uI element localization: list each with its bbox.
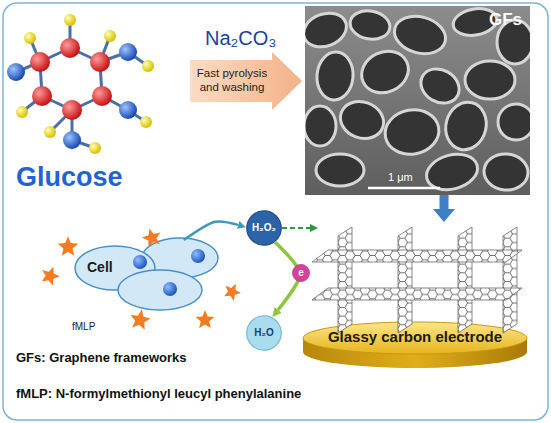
- hydrogen-atom: [64, 14, 76, 26]
- carbon-atom: [90, 52, 110, 72]
- cell-nucleus: [163, 282, 177, 296]
- pore: [348, 8, 392, 43]
- abbreviation-note: GFs: Graphene frameworks: [16, 350, 187, 366]
- circle-shape: [292, 264, 309, 281]
- pore: [355, 44, 415, 101]
- graphene-framework: [312, 227, 522, 333]
- graphene-sheet: [503, 227, 517, 333]
- hydrogen-atom: [142, 60, 154, 72]
- cell-cluster: Cell: [75, 240, 220, 315]
- sem-micrograph: [305, 6, 530, 195]
- stimulus-label: fMLP: [72, 321, 95, 333]
- pore: [390, 11, 450, 59]
- hydrogen-atom: [104, 30, 116, 42]
- pore: [465, 61, 515, 99]
- cell-nucleus: [133, 255, 147, 269]
- reagent-label: Na₂CO₃: [205, 26, 276, 50]
- cell-body: [118, 270, 202, 310]
- pore: [316, 154, 364, 186]
- pore: [415, 62, 466, 110]
- carbon-atom: [30, 52, 50, 72]
- electron-label: e: [298, 267, 304, 279]
- graphene-sheet: [338, 227, 352, 333]
- pore: [305, 106, 336, 146]
- fmlp-star: [58, 236, 79, 256]
- circle-shape: [247, 316, 282, 351]
- electron-circle: e: [292, 264, 310, 282]
- carbon-atom: [62, 100, 82, 120]
- hydrogen-atom: [16, 106, 28, 118]
- pore: [483, 152, 530, 192]
- pore: [335, 96, 389, 145]
- atoms: [7, 14, 154, 154]
- fmlp-star: [128, 308, 152, 331]
- electrode-label: Glassy carbon electrode: [328, 328, 502, 346]
- carbon-atom: [60, 38, 80, 58]
- pore: [498, 104, 530, 140]
- graphene-sheet: [458, 227, 472, 333]
- oxygen-atom: [119, 43, 137, 61]
- electrode-top: [303, 322, 527, 354]
- process-arrow-down: [439, 195, 448, 209]
- molecule-label: H₂O: [254, 327, 273, 339]
- flow-arrow: [184, 222, 238, 240]
- sem-image: GFs: [305, 6, 530, 195]
- hydrogen-atom: [44, 126, 56, 138]
- compound-label: Glucose: [16, 161, 123, 193]
- figure-border: [3, 3, 548, 420]
- fmlp-star: [38, 263, 62, 286]
- circle-shape: [247, 211, 282, 246]
- pore: [315, 51, 355, 102]
- abbreviation-note: fMLP: N-formylmethionyl leucyl phenylala…: [16, 386, 301, 402]
- oxygen-atom: [7, 63, 25, 81]
- cell-label: Cell: [87, 259, 113, 276]
- image-tag: GFs: [489, 10, 522, 30]
- oxygen-atom: [119, 101, 137, 119]
- graphene-sheet: [312, 288, 522, 300]
- oxygen-atom: [63, 131, 81, 149]
- carbon-atom: [32, 86, 52, 106]
- fmlp-stars: [38, 226, 243, 330]
- fmlp-star: [140, 226, 163, 248]
- pore: [440, 98, 491, 155]
- fmlp-star: [196, 310, 215, 328]
- hydrogen-atom: [24, 32, 36, 44]
- diffusion-arrow: [282, 227, 310, 229]
- scale-label: 1 μm: [388, 171, 413, 184]
- pore: [305, 7, 351, 52]
- molecule-circle: H₂O: [246, 315, 282, 351]
- hydrogen-atom: [89, 142, 101, 154]
- electrode: Glassy carbon electrode: [318, 222, 530, 370]
- pore: [382, 106, 443, 159]
- hydrogen-atom: [140, 116, 152, 128]
- step-text: Fast pyrolysis and washing: [194, 67, 270, 95]
- graphene-sheet: [398, 227, 412, 333]
- cells: [75, 238, 218, 310]
- fmlp-star: [221, 280, 243, 302]
- cell-nucleus: [191, 249, 205, 263]
- process-arrow: Fast pyrolysis and washing: [190, 52, 302, 110]
- scale-bar: [368, 187, 440, 190]
- glucose-molecule: [16, 20, 148, 148]
- molecule-circle: H₂O₂: [246, 210, 282, 246]
- molecule-label: H₂O₂: [252, 222, 276, 234]
- arrow-shape: [190, 52, 302, 110]
- electrode-disk: [303, 322, 527, 368]
- carbon-atom: [92, 86, 112, 106]
- graphene-sheet: [312, 250, 522, 262]
